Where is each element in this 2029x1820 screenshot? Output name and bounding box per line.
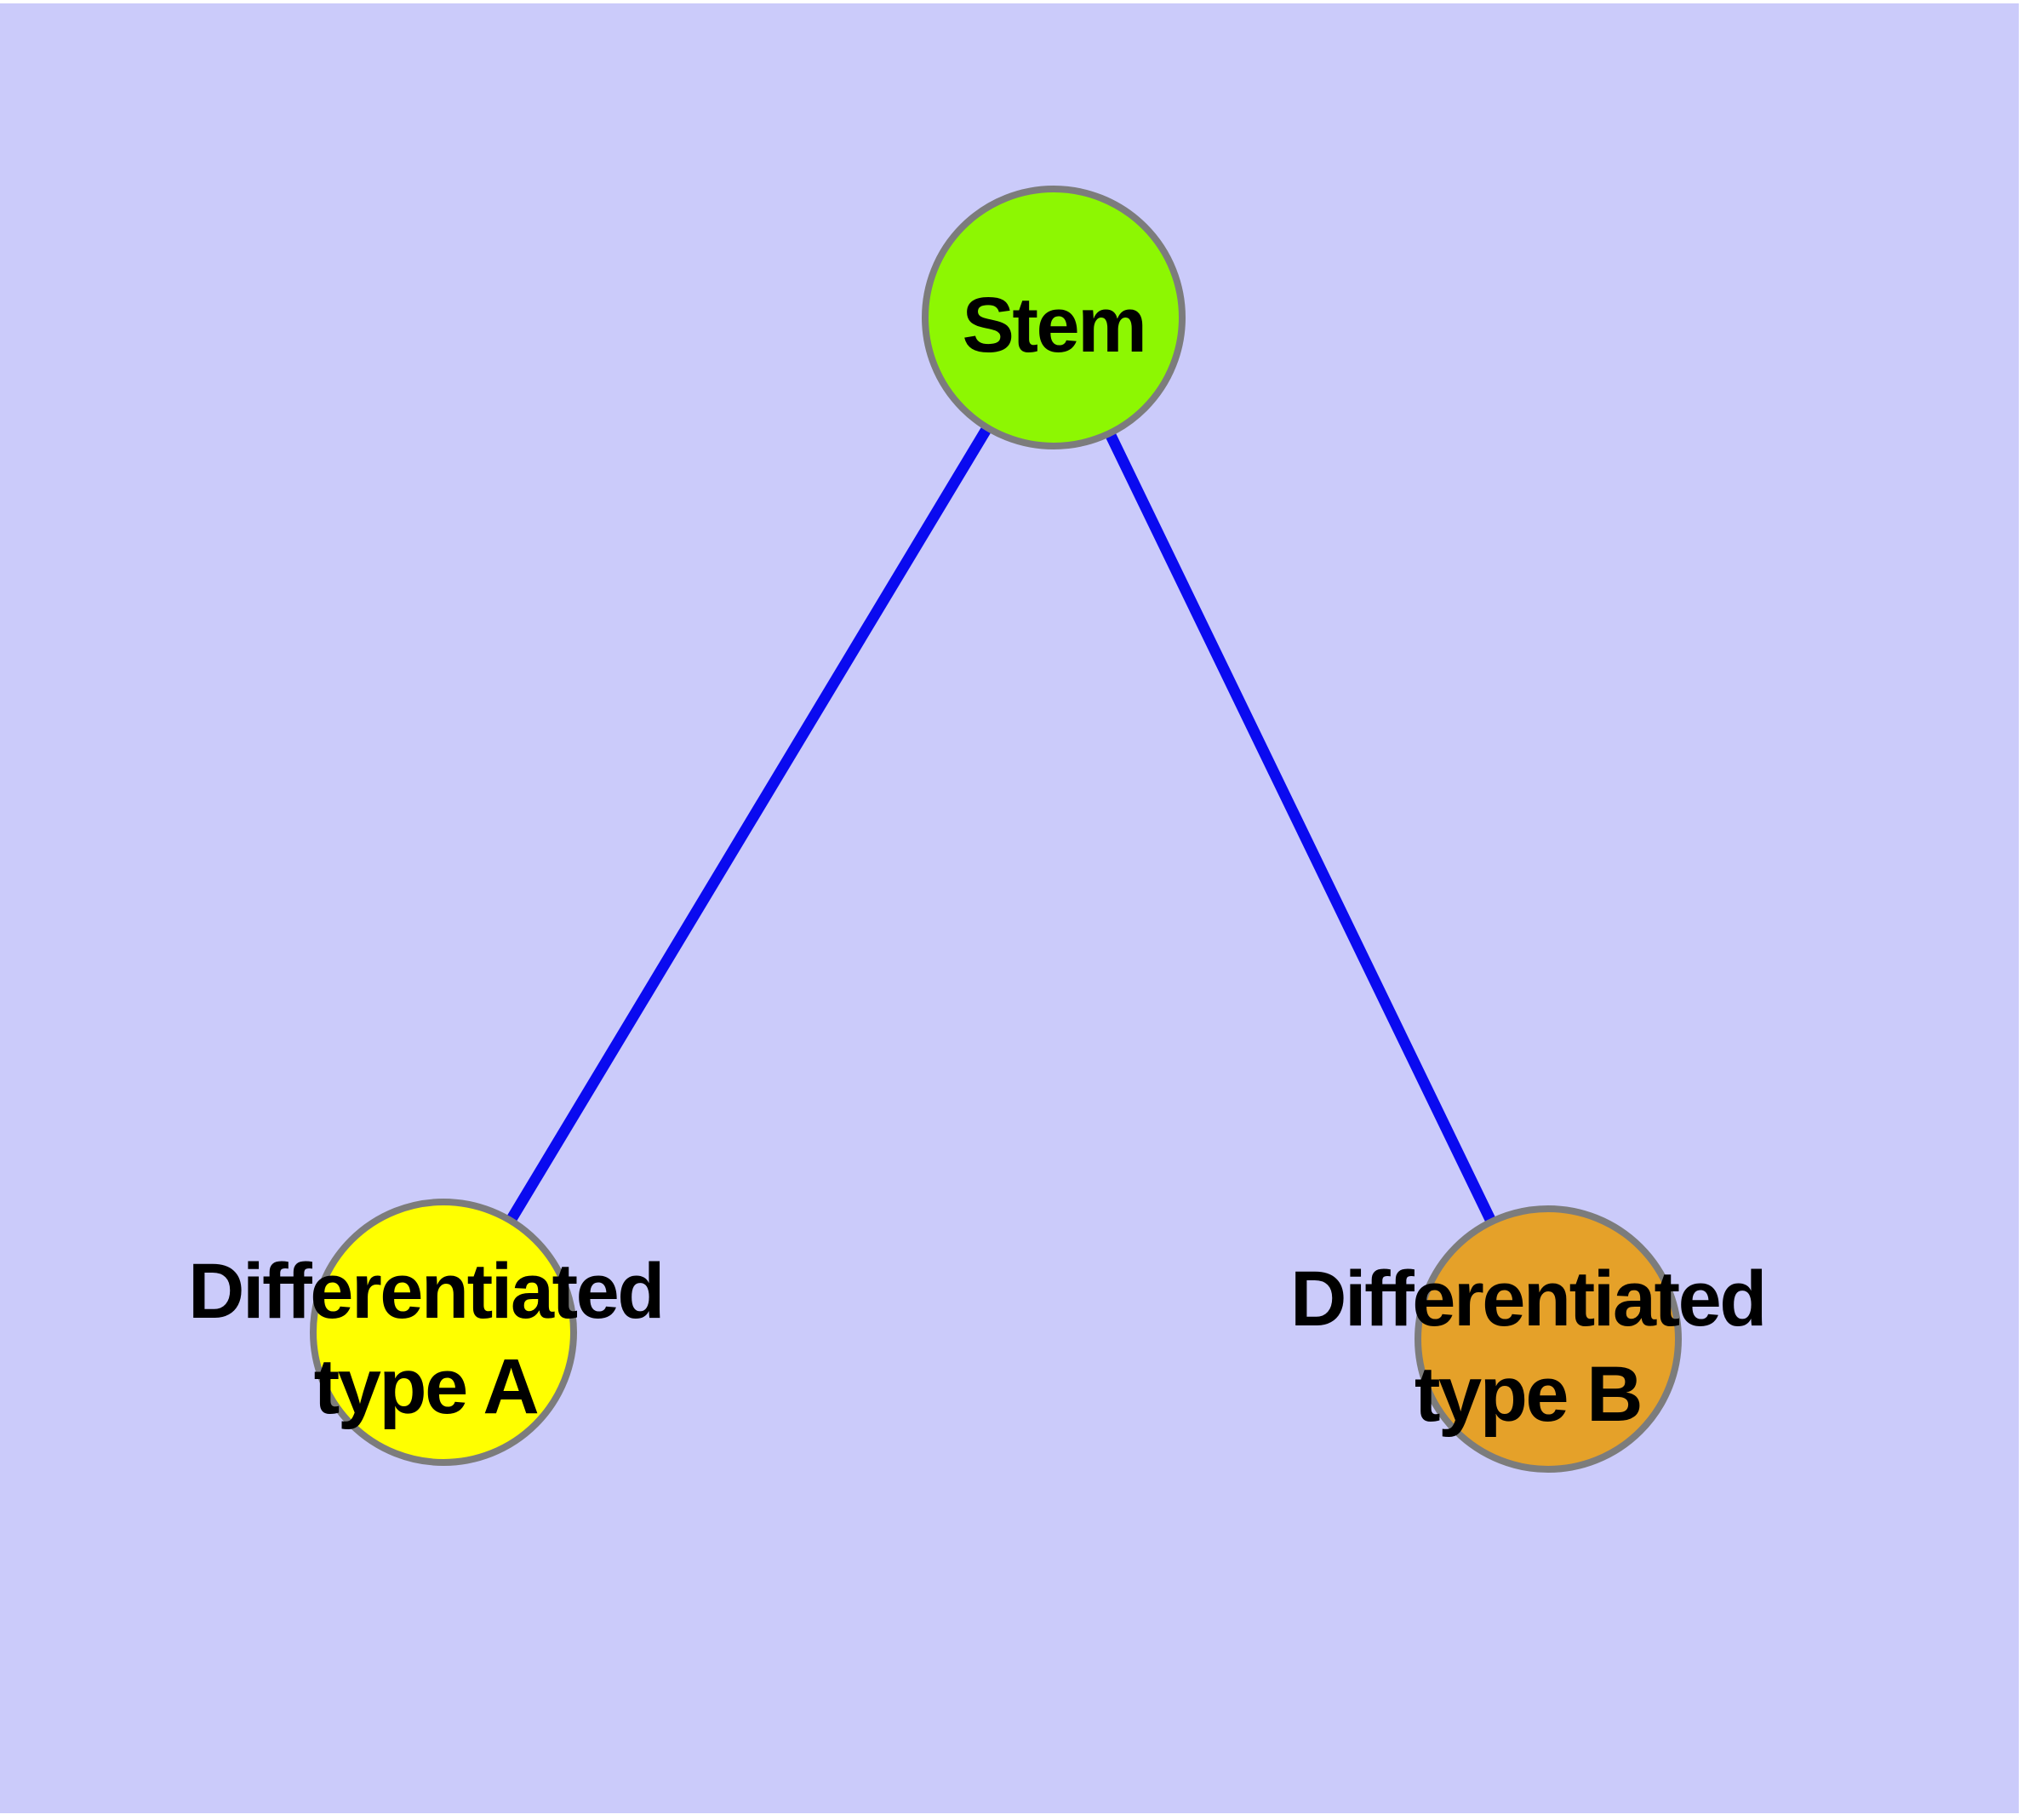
edge-stem-to-differentiated-type-a [438,314,1059,1336]
node-label-line: Differentiated [188,1248,663,1335]
node-label-line: type B [1415,1351,1641,1438]
node-label-stem: Stem [963,282,1146,369]
node-label-line: Differentiated [1290,1256,1765,1342]
node-stem [922,186,1186,449]
node-label-differentiated-type-b: Differentiated type B [1290,1256,1765,1438]
edge-stem-to-differentiated-type-b [1049,315,1553,1342]
node-label-line: Stem [963,282,1146,369]
node-differentiated-type-b [1415,1205,1682,1473]
node-differentiated-type-a [310,1199,577,1466]
node-label-line: type A [314,1343,539,1430]
